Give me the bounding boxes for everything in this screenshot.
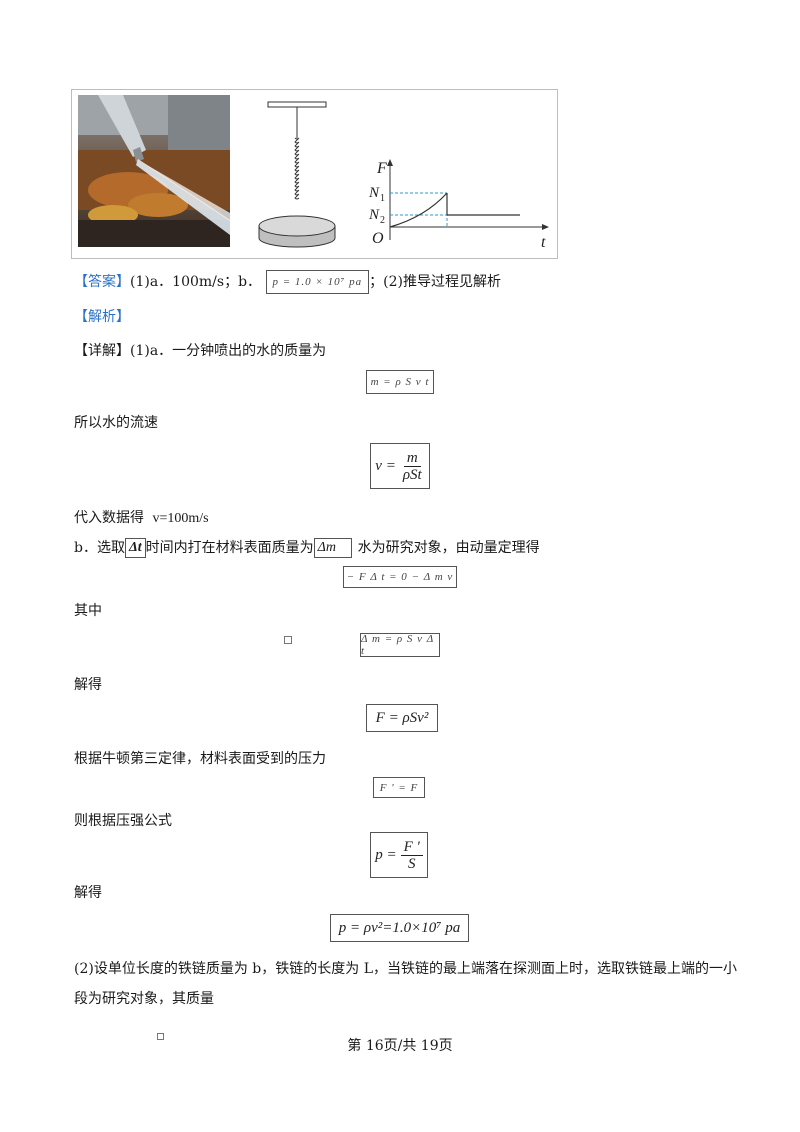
footer-placeholder-square — [157, 1033, 164, 1040]
force-time-graph: F t O N 1 N 2 — [365, 155, 555, 254]
delta-m-box: Δm — [313, 538, 352, 558]
detail-line-8: 则根据压强公式 — [74, 813, 172, 829]
water-jet-photo — [78, 95, 230, 247]
equation-f-prime: F ' = F — [373, 777, 425, 798]
page-footer: 第 16页/共 19页 — [347, 1038, 453, 1054]
delta-t-box: Δt — [124, 538, 146, 558]
equation-mass: m = ρ S v t — [366, 370, 434, 394]
equation-delta-m: Δ m = ρ S v Δ t — [360, 633, 440, 657]
detail-line-3: 代入数据得 v=100m/s — [74, 507, 209, 527]
equation-velocity-lhs: v = — [375, 457, 396, 474]
detail-line-7: 根据牛顿第三定律，材料表面受到的压力 — [74, 751, 326, 767]
equation-pressure-final: p = ρv²=1.0×10⁷ pa — [330, 914, 469, 942]
detail-line-9: 解得 — [74, 885, 102, 901]
equation-velocity-numerator: m — [403, 450, 421, 467]
detail-line-5: 其中 — [74, 603, 102, 619]
detail-text-4a: b．选取 — [74, 540, 125, 556]
analysis-tag: 【解析】 — [74, 309, 130, 325]
answer-part1: (1)a．100m/s；b． — [130, 274, 262, 290]
chain-diagram — [255, 98, 345, 252]
detail-text-1: (1)a．一分钟喷出的水的质量为 — [130, 343, 327, 359]
detail-text-3: 代入数据得 — [74, 510, 144, 526]
answer-formula: p = 1.0 × 10⁷ pa — [265, 270, 370, 294]
answer-part2: ；(2)推导过程见解析 — [369, 274, 502, 290]
equation-pressure-denominator: S — [407, 855, 416, 872]
answer-line: 【答案】(1)a．100m/s；b． p = 1.0 × 10⁷ pa；(2)推… — [74, 270, 501, 294]
graph-origin-label: O — [372, 230, 384, 247]
graph-n2-label: N — [368, 207, 380, 223]
velocity-result: v=100m/s — [152, 511, 209, 526]
equation-momentum: − F Δ t = 0 − Δ m v — [343, 566, 457, 588]
graph-y-axis-label: F — [376, 160, 387, 177]
detail-line-1: 【详解】(1)a．一分钟喷出的水的质量为 — [74, 340, 326, 360]
graph-n1-subscript: 1 — [380, 193, 385, 204]
placeholder-square — [284, 636, 292, 644]
answer-tag: 【答案】 — [74, 274, 130, 290]
equation-pressure-lhs: p = — [375, 846, 397, 863]
equation-velocity-fraction: m ρSt — [400, 450, 425, 483]
detail-line-6: 解得 — [74, 677, 102, 693]
equation-velocity: v = m ρSt — [370, 443, 430, 489]
graph-n2-subscript: 2 — [380, 215, 385, 226]
detail-text-4c: 水为研究对象，由动量定理得 — [357, 540, 540, 556]
equation-pressure: p = F ' S — [370, 832, 428, 878]
detail-line-10: (2)设单位长度的铁链质量为 b，铁链的长度为 L，当铁链的最上端落在探测面上时… — [74, 961, 737, 977]
graph-n1-label: N — [368, 185, 380, 201]
equation-pressure-fraction: F ' S — [400, 839, 423, 872]
detail-text-4b: 时间内打在材料表面质量为 — [145, 540, 314, 556]
detail-tag: 【详解】 — [74, 343, 130, 359]
equation-velocity-denominator: ρSt — [402, 466, 422, 483]
equation-pressure-numerator: F ' — [400, 839, 423, 856]
equation-force: F = ρSv² — [366, 704, 438, 732]
detail-line-11: 段为研究对象，其质量 — [74, 991, 214, 1007]
graph-x-axis-label: t — [541, 234, 546, 250]
detail-line-2: 所以水的流速 — [74, 415, 158, 431]
